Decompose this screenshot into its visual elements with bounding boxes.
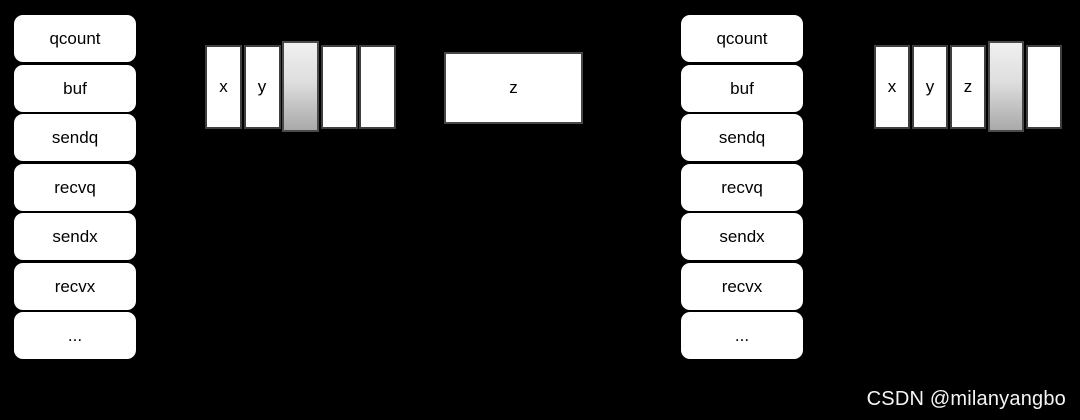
right-buffer-cell-2: z — [950, 44, 986, 129]
right-struct-field-buf: buf — [681, 64, 803, 112]
right-buffer-array: x y z — [874, 41, 1062, 132]
right-struct-field-recvq: recvq — [681, 163, 803, 211]
right-struct-field-qcount: qcount — [681, 15, 803, 62]
csdn-watermark: CSDN @milanyangbo — [866, 388, 1066, 410]
left-buffer-cell-3 — [320, 44, 358, 129]
left-struct-field-sendq: sendq — [14, 114, 136, 161]
left-buffer-array: x y — [205, 41, 396, 132]
right-buffer-cell-4 — [1026, 44, 1062, 129]
right-struct-field-sendq: sendq — [681, 114, 803, 161]
left-buffer-cell-gray — [282, 41, 319, 132]
right-struct-column: qcount buf sendq recvq sendx recvx ... — [681, 15, 803, 359]
right-struct-field-more: ... — [681, 312, 803, 359]
left-struct-field-recvq: recvq — [14, 163, 136, 211]
left-struct-field-qcount: qcount — [14, 15, 136, 62]
left-buffer-cell-1: y — [243, 44, 281, 129]
right-buffer-cell-1: y — [912, 44, 948, 129]
left-buffer-cell-4 — [359, 44, 396, 129]
left-struct-column: qcount buf sendq recvq sendx recvx ... — [14, 15, 136, 359]
right-buffer-cell-gray — [988, 41, 1024, 132]
left-struct-field-recvx: recvx — [14, 262, 136, 310]
left-struct-field-sendx: sendx — [14, 213, 136, 260]
left-struct-field-buf: buf — [14, 64, 136, 112]
left-struct-field-more: ... — [14, 312, 136, 359]
right-buffer-cell-0: x — [874, 44, 910, 129]
value-box-z: z — [444, 52, 583, 124]
right-struct-field-recvx: recvx — [681, 262, 803, 310]
left-buffer-cell-0: x — [205, 44, 242, 129]
right-struct-field-sendx: sendx — [681, 213, 803, 260]
